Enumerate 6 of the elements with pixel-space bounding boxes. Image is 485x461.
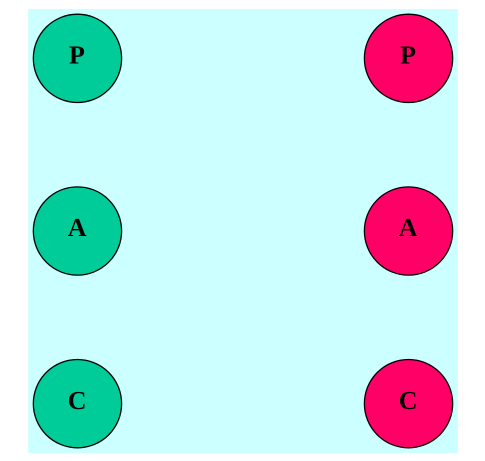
node-circle: C	[363, 358, 453, 448]
node-circle: P	[363, 13, 453, 103]
node-circle: C	[32, 358, 122, 448]
node-circle: P	[32, 13, 122, 103]
node-circle: A	[363, 186, 453, 276]
node-circle: A	[32, 186, 122, 276]
